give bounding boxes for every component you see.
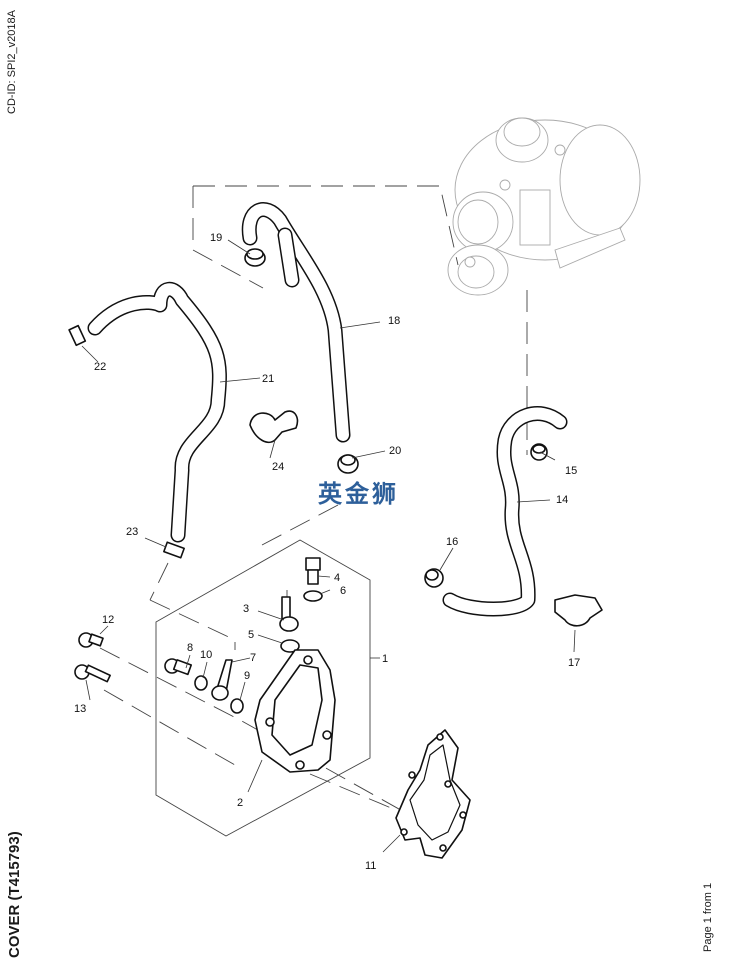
callout-1[interactable]: 1 (382, 653, 388, 665)
bolt-8[interactable] (164, 658, 193, 676)
washer-10[interactable] (194, 675, 208, 691)
callout-6[interactable]: 6 (340, 585, 346, 597)
sleeve-22[interactable] (68, 324, 87, 347)
callout-15[interactable]: 15 (565, 465, 577, 477)
leader-lines (81, 239, 576, 853)
sleeve-23[interactable] (163, 541, 185, 559)
turbocharger-ghost (447, 117, 641, 296)
callout-18[interactable]: 18 (388, 315, 400, 327)
pipe-7[interactable] (211, 659, 233, 701)
callout-12[interactable]: 12 (102, 614, 114, 626)
clamp-16[interactable] (424, 568, 444, 588)
hose-18[interactable] (241, 202, 351, 443)
callout-16[interactable]: 16 (446, 536, 458, 548)
callout-17[interactable]: 17 (568, 657, 580, 669)
callout-11[interactable]: 11 (365, 860, 376, 872)
callout-21[interactable]: 21 (262, 373, 274, 385)
washer-6[interactable] (303, 590, 323, 602)
callout-3[interactable]: 3 (243, 603, 249, 615)
hose-21[interactable] (87, 281, 227, 543)
cover-housing-2[interactable] (254, 649, 336, 773)
callout-labels: 1 2 3 4 5 6 7 8 9 10 11 12 13 14 15 16 1… (74, 232, 580, 872)
callout-10[interactable]: 10 (200, 649, 212, 661)
bracket-17[interactable] (554, 594, 603, 627)
gasket-11[interactable] (395, 729, 471, 859)
hose-14[interactable] (442, 406, 568, 617)
watermark-logo: 英金狮 (318, 480, 399, 508)
bracket-24[interactable] (249, 410, 299, 444)
callout-9[interactable]: 9 (244, 670, 250, 682)
callout-19[interactable]: 19 (210, 232, 222, 244)
clamp-15[interactable] (530, 443, 548, 461)
clamp-20[interactable] (337, 454, 359, 474)
callout-13[interactable]: 13 (74, 703, 86, 715)
assembly-frame (155, 539, 371, 837)
callout-7[interactable]: 7 (250, 652, 256, 664)
washer-9[interactable] (230, 698, 244, 714)
callout-24[interactable]: 24 (272, 461, 284, 473)
callout-8[interactable]: 8 (187, 642, 193, 654)
bolt-13[interactable] (74, 664, 111, 683)
callout-22[interactable]: 22 (94, 361, 106, 373)
callout-23[interactable]: 23 (126, 526, 138, 538)
callout-5[interactable]: 5 (248, 629, 254, 641)
callout-4[interactable]: 4 (334, 572, 340, 584)
callout-2[interactable]: 2 (237, 797, 243, 809)
washer-5[interactable] (280, 639, 300, 653)
clamp-19[interactable] (244, 248, 266, 267)
callout-14[interactable]: 14 (556, 494, 568, 506)
callout-20[interactable]: 20 (389, 445, 401, 457)
bolt-12[interactable] (78, 632, 104, 648)
fitting-3[interactable] (279, 596, 299, 632)
bolt-4[interactable] (305, 557, 321, 585)
